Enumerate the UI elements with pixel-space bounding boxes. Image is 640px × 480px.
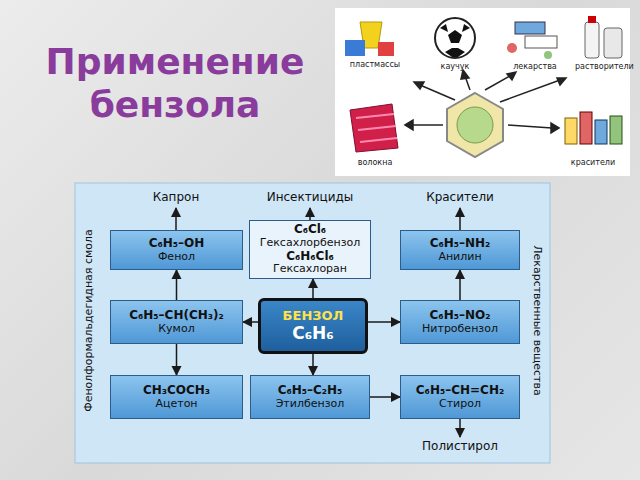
picture-caption: пластмассы: [345, 60, 405, 69]
product-name: Красители: [410, 188, 510, 208]
fibres-icon: [350, 104, 398, 152]
name-text: Гексахлоран: [273, 263, 347, 276]
product-name: Инсектициды: [255, 188, 365, 208]
side-label: Лекарственные вещества: [531, 191, 544, 451]
compound-box: C₆Cl₆ГексахлорбензолC₆H₆Cl₆Гексахлоран: [249, 220, 371, 279]
compound-box: C₆H₅–CH=CH₂Стирол: [400, 375, 520, 419]
formula-text: C₆H₅–CH=CH₂: [416, 384, 504, 398]
name-text: C₆H₆: [292, 324, 334, 344]
formula-text: Полистирол: [422, 440, 498, 454]
reaction-arrow: [176, 344, 178, 375]
reaction-arrow: [459, 208, 461, 230]
compound-box: C₆H₅–NO₂Нитробензол: [400, 300, 520, 344]
reaction-arrow: [243, 321, 258, 323]
name-text: Гексахлорбензол: [260, 237, 361, 250]
formula-text: Инсектициды: [267, 191, 354, 205]
reaction-arrow: [459, 419, 461, 437]
formula-text: C₆Cl₆: [294, 223, 326, 237]
reaction-arrow: [459, 270, 461, 300]
compound-box: C₆H₅–C₂H₅Этилбензол: [250, 375, 370, 419]
name-text: Этилбензол: [276, 398, 345, 411]
reaction-arrow: [368, 321, 400, 323]
illustration-ground: [335, 8, 630, 176]
reaction-arrow: [370, 396, 400, 398]
name-text: Стирол: [439, 398, 481, 411]
reaction-arrow: [176, 270, 178, 300]
benzene-box: БЕНЗОЛC₆H₆: [258, 298, 368, 354]
reaction-arrow: [312, 279, 314, 298]
panel-ground: [75, 183, 550, 463]
picture-caption: красители: [560, 158, 626, 167]
name-text: Нитробензол: [422, 323, 498, 336]
name-text: Анилин: [438, 251, 481, 264]
picture-caption: растворители: [575, 62, 629, 71]
name-text: Фенол: [158, 251, 195, 264]
solvent-icons: [585, 16, 622, 58]
illustration-arrows: [405, 70, 566, 133]
name-text: C₆H₆Cl₆: [286, 250, 334, 264]
ball-icon: [435, 18, 475, 58]
product-name: Полистирол: [410, 437, 510, 457]
name-text: Кумол: [158, 323, 194, 336]
reaction-arrow: [309, 208, 311, 220]
slide-title: Применение бензола: [30, 40, 320, 126]
medicine-icons: [507, 22, 557, 59]
formula-text: C₆H₅–NO₂: [430, 309, 491, 323]
picture-caption: волокна: [345, 158, 405, 167]
reaction-arrow: [175, 208, 177, 230]
product-name: Капрон: [131, 188, 221, 208]
formula-text: C₆H₅–NH₂: [430, 237, 491, 251]
compound-box: C₆H₅–CH(CH₃)₂Кумол: [110, 300, 243, 344]
compound-box: C₆H₅–OHФенол: [110, 230, 243, 270]
plastics-icons: [345, 22, 394, 56]
formula-text: C₆H₅–OH: [149, 237, 205, 251]
picture-caption: лекарства: [505, 62, 565, 71]
formula-text: C₆H₅–C₂H₅: [278, 384, 343, 398]
dyes-icons: [565, 112, 622, 144]
formula-text: C₆H₅–CH(CH₃)₂: [129, 309, 224, 323]
formula-text: CH₃COCH₃: [143, 384, 210, 398]
formula-text: Красители: [426, 191, 494, 205]
formula-text: Капрон: [153, 191, 200, 205]
reaction-arrow: [312, 354, 314, 375]
benzene-ring: [447, 93, 503, 157]
compound-box: CH₃COCH₃Ацетон: [110, 375, 243, 419]
side-label: Фенолформальдегидная смола: [82, 191, 95, 451]
compound-box: C₆H₅–NH₂Анилин: [400, 230, 520, 270]
formula-text: БЕНЗОЛ: [283, 309, 344, 324]
name-text: Ацетон: [155, 398, 197, 411]
picture-caption: каучук: [425, 62, 485, 71]
